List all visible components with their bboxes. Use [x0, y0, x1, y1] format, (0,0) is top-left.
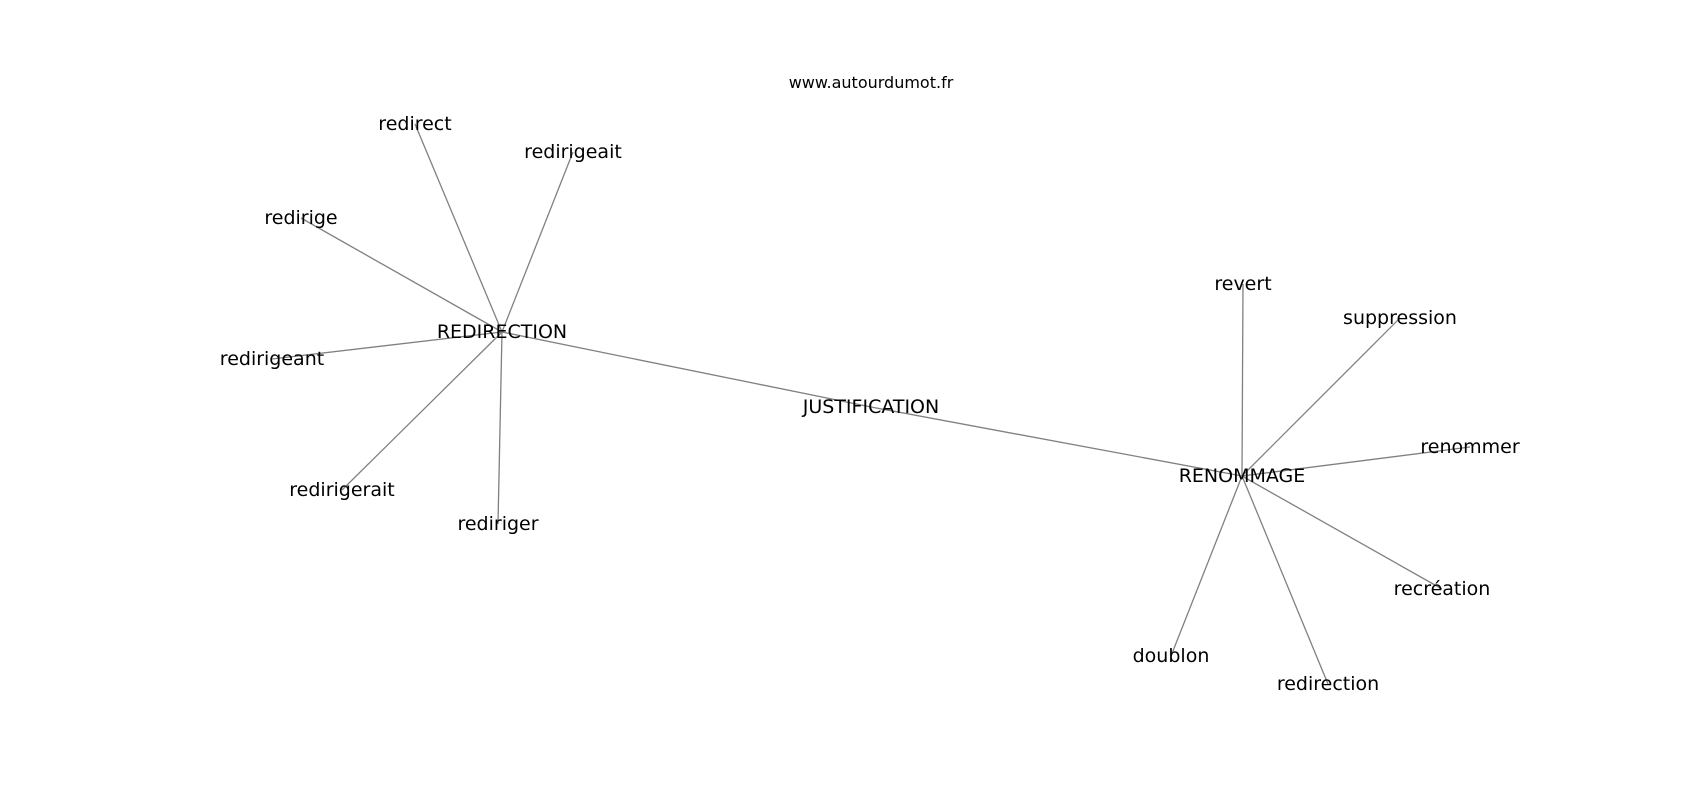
edge-renommage-doublon	[1170, 475, 1243, 657]
node-redirection_hub[interactable]: REDIRECTION	[437, 321, 567, 343]
node-redirect[interactable]: redirect	[378, 113, 451, 135]
node-redirection[interactable]: redirection	[1277, 673, 1379, 695]
node-justification[interactable]: JUSTIFICATION	[802, 396, 939, 418]
edge-renommage-renommer	[1241, 446, 1471, 477]
node-redirigeant[interactable]: redirigeant	[220, 348, 324, 370]
node-renommer[interactable]: renommer	[1420, 436, 1519, 458]
node-redirigerait[interactable]: redirigerait	[289, 479, 394, 501]
edge-redirection_hub-redirigeait	[501, 151, 574, 333]
site-watermark: www.autourdumot.fr	[789, 73, 954, 92]
edge-redirection_hub-rediriger	[497, 331, 503, 525]
edge-redirection_hub-redirect	[414, 123, 503, 333]
node-redirigeait[interactable]: redirigeait	[524, 141, 622, 163]
edge-renommage-suppression	[1241, 317, 1401, 477]
edge-redirection_hub-redirige	[300, 217, 503, 333]
node-suppression[interactable]: suppression	[1343, 307, 1457, 329]
graph-labels: JUSTIFICATION REDIRECTION RENOMMAGE redirec…	[220, 113, 1520, 695]
edge-renommage-recreation	[1241, 475, 1443, 590]
node-renommage[interactable]: RENOMMAGE	[1179, 465, 1306, 487]
node-doublon[interactable]: doublon	[1133, 645, 1210, 667]
node-revert[interactable]: revert	[1214, 273, 1271, 295]
node-rediriger[interactable]: rediriger	[457, 513, 538, 535]
edge-redirection_hub-redirigeant	[271, 331, 503, 360]
node-redirige[interactable]: redirige	[264, 207, 337, 229]
edge-renommage-revert	[1241, 283, 1244, 477]
edge-redirection_hub-redirigerait	[341, 331, 503, 491]
graph-edges	[271, 123, 1471, 685]
node-recreation[interactable]: recréation	[1394, 578, 1491, 600]
edge-renommage-redirection	[1241, 475, 1329, 685]
edge-redirection_hub-justification	[501, 331, 872, 408]
edge-justification-renommage	[870, 406, 1243, 477]
